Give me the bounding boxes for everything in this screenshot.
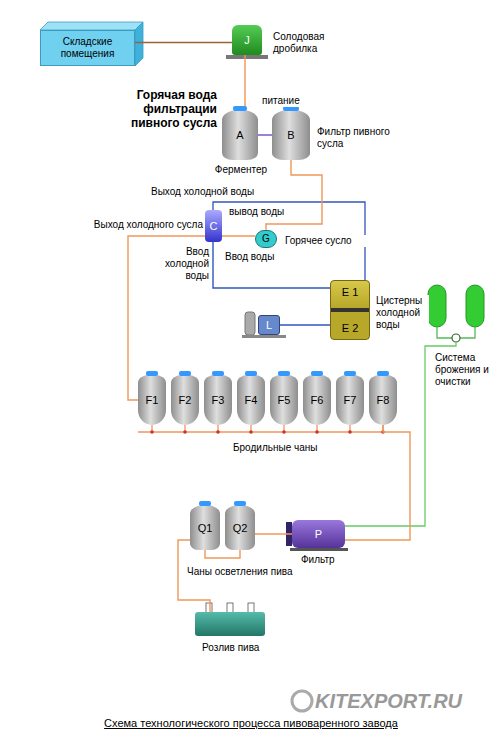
tank-lid <box>245 371 256 376</box>
stand <box>242 335 286 338</box>
pipe-label: Ввод воды <box>224 251 275 263</box>
mill-base <box>226 55 268 59</box>
node-text: P <box>315 528 322 540</box>
node-text: B <box>287 129 294 141</box>
tank: AФерментер <box>222 110 258 160</box>
pipe <box>135 42 232 43</box>
node-text: L <box>266 319 272 331</box>
node-caption: Горячее сусло <box>284 235 366 247</box>
clarification-tank: Q1 <box>190 505 220 550</box>
node-caption: Солодовая дробилка <box>272 31 356 55</box>
pipe-label: питание <box>261 95 301 107</box>
box-side <box>135 22 143 66</box>
fermentation-tank: F7 <box>336 375 364 425</box>
tank-lid <box>278 371 289 376</box>
node-text: C <box>210 220 218 232</box>
watermark: KITEXPORT.RU <box>314 690 463 712</box>
node-text: J <box>244 34 250 46</box>
tank-lid <box>212 371 223 376</box>
tank-lid <box>179 371 190 376</box>
fermentation-tank: F3 <box>204 375 232 425</box>
fermentation-tank: F5 <box>270 375 298 425</box>
fermentation-tank: F4 <box>237 375 265 425</box>
tank-lid <box>146 371 157 376</box>
node-text: E 2 <box>342 322 359 334</box>
fermentation-tank: F2 <box>171 375 199 425</box>
bottling-machine: Розлив пива <box>195 612 265 636</box>
malt-mill: JСолодовая дробилка <box>232 25 262 55</box>
box-top <box>40 22 143 30</box>
pipe <box>266 160 322 230</box>
tank-lid <box>377 371 388 376</box>
node-text: F7 <box>344 394 357 406</box>
pipe-label: Выход холодной воды <box>150 186 255 198</box>
heat-exchanger: C <box>205 210 222 242</box>
node-text: F2 <box>179 394 192 406</box>
node-caption: Розлив пива <box>201 642 283 654</box>
storage-box: Складские помещения <box>40 30 135 66</box>
node-text: Складские помещения <box>45 36 130 60</box>
fermentation-tank: F1 <box>138 375 166 425</box>
tank-lid <box>311 371 322 376</box>
pipe <box>244 55 245 110</box>
fermentation-tank: F8 <box>369 375 397 425</box>
water-pipe <box>213 202 365 280</box>
node-text: E 1 <box>342 286 359 298</box>
node-text: Q1 <box>198 522 213 534</box>
node-text: A <box>236 129 243 141</box>
group-label: Бродильные чаны <box>232 442 318 454</box>
group-label: Система брожения и очистки <box>434 352 498 388</box>
node-caption: Цистерны холодной воды <box>375 295 429 331</box>
tank-lid <box>233 106 247 111</box>
cold-water-tank: E 1E 2Цистерны холодной воды <box>330 280 370 340</box>
pipe <box>345 425 410 540</box>
watermark-logo <box>292 691 312 711</box>
pipe-label: вывод воды <box>228 206 285 218</box>
pipe <box>280 324 330 325</box>
pipe <box>205 550 240 558</box>
valve-dots <box>150 430 385 434</box>
pipe-label: Выход холодного сусла <box>80 219 204 231</box>
node-text: F5 <box>278 394 291 406</box>
fermentation-tank: F6 <box>303 375 331 425</box>
node-text: Q2 <box>233 522 248 534</box>
tank: BФильтр пивного сусла <box>272 110 310 160</box>
manifold-pipe <box>138 425 383 432</box>
tank-lid <box>234 501 246 506</box>
group-label: Чаны осветления пива <box>186 566 294 578</box>
node-text: F8 <box>377 394 390 406</box>
pipe-label: Ввод холодной воды <box>150 246 210 282</box>
tank-lid <box>344 371 355 376</box>
filter-base <box>290 548 348 551</box>
tank-lid <box>199 501 211 506</box>
pump: GГорячее сусло <box>255 230 277 248</box>
green-tank <box>466 285 484 327</box>
node-text: F1 <box>146 394 159 406</box>
pipe <box>255 533 292 534</box>
small-cylinder <box>245 312 255 335</box>
caption: Схема технологического процесса пивоваре… <box>0 716 500 730</box>
node-caption: Фильтр <box>300 554 352 566</box>
node-text: F3 <box>212 394 225 406</box>
node-text: G <box>262 233 270 245</box>
node-caption: Ферментер <box>208 164 274 176</box>
small-tank: L <box>258 315 280 335</box>
pipe <box>222 235 255 236</box>
clarification-tank: Q2 <box>225 505 255 550</box>
node-text: F6 <box>311 394 324 406</box>
node-text: F4 <box>245 394 258 406</box>
filter: PФильтр <box>292 520 345 548</box>
node-caption: Фильтр пивного сусла <box>316 126 396 150</box>
green-tank <box>428 285 446 327</box>
note-label: Горячая вода фильтрации пивного сусла <box>112 88 218 130</box>
pipe <box>258 134 272 135</box>
pipe <box>213 242 330 288</box>
pump-symbol <box>452 334 460 342</box>
